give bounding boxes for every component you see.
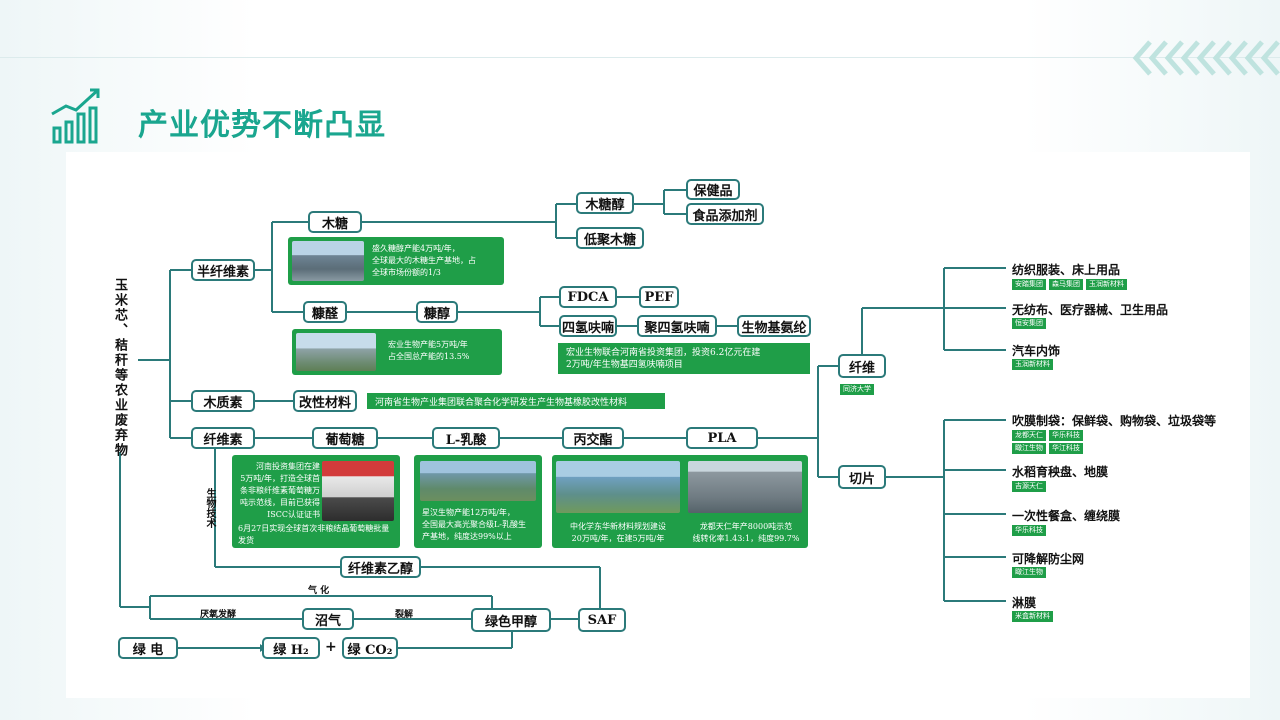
card-thf: 宏业生物产能5万吨/年 占全国总产能的13.5% <box>292 329 502 375</box>
node-xylo-oligosaccharide: 低聚木糖 <box>576 227 644 249</box>
edge-label-bio-tech: 生物技术 <box>204 488 215 528</box>
app-tag-row: 安踏集团 森马集团 玉润新材料 <box>1012 279 1127 290</box>
factory-photo <box>296 333 376 371</box>
growth-chart-icon <box>51 88 100 144</box>
company-tag: 米盒新材料 <box>1012 611 1053 622</box>
edge-label-gasification: 气 化 <box>308 586 330 596</box>
ceremony-photo <box>322 461 394 521</box>
company-tag: 恒安集团 <box>1012 318 1046 329</box>
plant-aerial-photo <box>420 461 536 501</box>
node-green-power: 绿 电 <box>118 637 178 659</box>
card-xylitol: 盛久糖醇产能4万吨/年， 全球最大的木糖生产基地，占 全球市场份额的1/3 <box>288 237 504 285</box>
card-lactide-pla: 中化学东华新材料规划建设 20万吨/年，在建5万吨/年 龙都天仁年产8000吨示… <box>552 455 808 548</box>
app-label: 吹膜制袋：保鲜袋、购物袋、垃圾袋等 <box>1012 414 1217 428</box>
node-cellulosic-ethanol: 纤维素乙醇 <box>340 556 421 578</box>
company-tag: 华乐科技 <box>1049 430 1083 441</box>
company-tag: 森马集团 <box>1049 279 1083 290</box>
company-tag: 华江科技 <box>1049 443 1083 454</box>
page-title: 产业优势不断凸显 <box>138 108 386 143</box>
edge-label-cracking: 裂解 <box>395 610 414 620</box>
card-pla-text: 龙都天仁年产8000吨示范 线转化率1.43:1，纯度99.7% <box>692 522 800 543</box>
node-pla: PLA <box>686 427 758 449</box>
company-tag: 瞰江生物 <box>1012 567 1046 578</box>
card-xylitol-text: 盛久糖醇产能4万吨/年， 全球最大的木糖生产基地，占 全球市场份额的1/3 <box>372 244 476 277</box>
company-tag: 华乐科技 <box>1012 525 1046 536</box>
node-l-lactic-acid: L-乳酸 <box>432 427 500 449</box>
app-tag-row: 恒安集团 <box>1012 318 1046 329</box>
node-xylitol: 木糖醇 <box>576 192 634 214</box>
banner-thf-project: 宏业生物联合河南省投资集团，投资6.2亿元在建 2万吨/年生物基四氢呋喃项目 <box>558 343 810 374</box>
node-green-h2: 绿 H₂ <box>262 637 320 659</box>
card-glucose-text-b: 6月27日实现全球首次非粮结晶葡萄糖批量 发货 <box>238 524 390 545</box>
company-tag: 安踏集团 <box>1012 279 1046 290</box>
plus-sign: + <box>325 639 337 655</box>
app-tag-row: 玉润新材料 <box>1012 359 1053 370</box>
node-lactide: 丙交酯 <box>562 427 624 449</box>
node-cellulose: 纤维素 <box>191 427 255 449</box>
fiber-tag: 同济大学 <box>840 384 874 395</box>
node-chips: 切片 <box>838 465 886 489</box>
node-furfuryl-alcohol: 糠醇 <box>416 301 458 323</box>
card-thf-text: 宏业生物产能5万吨/年 占全国总产能的13.5% <box>388 340 470 361</box>
node-thf: 四氢呋喃 <box>559 315 617 337</box>
edge-label-anaerobic: 厌氧发酵 <box>200 610 237 620</box>
app-label: 可降解防尘网 <box>1012 552 1085 566</box>
node-fiber: 纤维 <box>838 354 886 378</box>
card-lactic: 星汉生物产能12万吨/年， 全国最大高光聚合级L-乳酸生 产基地，纯度达99%以… <box>414 455 542 548</box>
app-label: 一次性餐盒、缠绕膜 <box>1012 509 1121 523</box>
app-label: 水稻育秧盘、地膜 <box>1012 465 1109 479</box>
app-label: 无纺布、医疗器械、卫生用品 <box>1012 303 1169 317</box>
node-lignin: 木质素 <box>191 390 255 412</box>
header-divider <box>0 57 1280 58</box>
card-glucose-text-a: 河南投资集团在建 5万吨/年，打造全球首 条非粮纤维素葡萄糖万 吨示范线，目前已… <box>240 462 320 519</box>
node-green-co2: 绿 CO₂ <box>342 637 398 659</box>
node-fdca: FDCA <box>559 286 617 308</box>
app-label: 淋膜 <box>1012 596 1037 610</box>
banner-lignin: 河南省生物产业集团联合聚合化学研发生产生物基橡胶改性材料 <box>367 393 665 409</box>
node-spandex: 生物基氨纶 <box>737 315 811 337</box>
company-tag: 玉润新材料 <box>1012 359 1053 370</box>
node-food-additive: 食品添加剂 <box>686 203 764 225</box>
node-xylose: 木糖 <box>308 211 362 233</box>
node-furfural: 糠醛 <box>303 301 347 323</box>
card-lactide-text: 中化学东华新材料规划建设 20万吨/年，在建5万吨/年 <box>570 522 666 543</box>
plant-tower-photo <box>688 461 802 513</box>
node-biogas: 沼气 <box>302 608 354 630</box>
plant-aerial-photo <box>556 461 680 513</box>
node-glucose: 葡萄糖 <box>312 427 378 449</box>
node-saf: SAF <box>578 608 626 632</box>
chevron-decoration-icon <box>1132 40 1280 76</box>
diagram-panel <box>66 152 1250 698</box>
card-glucose: 河南投资集团在建 5万吨/年，打造全球首 条非粮纤维素葡萄糖万 吨示范线，目前已… <box>232 455 400 548</box>
node-health-products: 保健品 <box>686 179 740 200</box>
company-tag: 龙都天仁 <box>1012 430 1046 441</box>
app-tag-row: 瞰江生物 华江科技 <box>1012 443 1083 454</box>
app-tag-row: 华乐科技 <box>1012 525 1046 536</box>
node-green-methanol: 绿色甲醇 <box>471 608 551 632</box>
app-label: 纺织服装、床上用品 <box>1012 263 1121 277</box>
app-tag-row: 吉源天仁 <box>1012 481 1046 492</box>
factory-photo <box>292 241 364 281</box>
card-lactic-text: 星汉生物产能12万吨/年， 全国最大高光聚合级L-乳酸生 产基地，纯度达99%以… <box>422 508 527 541</box>
company-tag: 瞰江生物 <box>1012 443 1046 454</box>
app-tag-row: 龙都天仁 华乐科技 <box>1012 430 1083 441</box>
app-tag-row: 瞰江生物 <box>1012 567 1046 578</box>
company-tag: 吉源天仁 <box>1012 481 1046 492</box>
fiber-tag-row: 同济大学 <box>840 384 874 395</box>
node-modified-material: 改性材料 <box>293 390 357 412</box>
app-tag-row: 米盒新材料 <box>1012 611 1053 622</box>
app-label: 汽车内饰 <box>1012 344 1061 358</box>
node-hemicellulose: 半纤维素 <box>191 259 255 281</box>
source-label: 玉米芯、秸秆等农业废弃物 <box>112 278 127 458</box>
company-tag: 玉润新材料 <box>1086 279 1127 290</box>
node-pef: PEF <box>639 286 679 308</box>
node-ptmeg: 聚四氢呋喃 <box>637 315 717 337</box>
